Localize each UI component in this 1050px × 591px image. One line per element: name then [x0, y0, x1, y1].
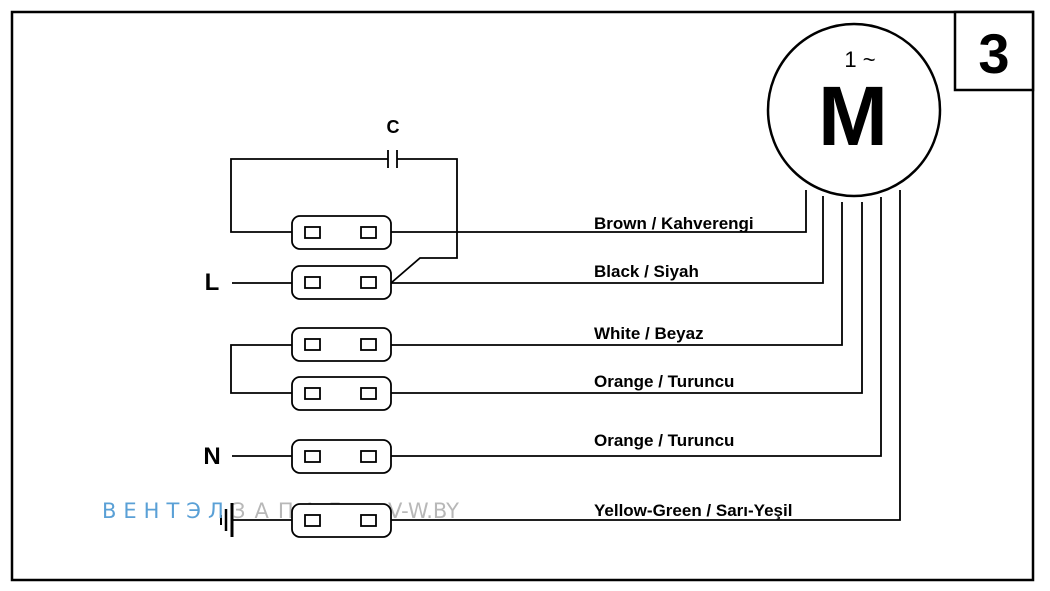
diagram-number-box: [953, 10, 1035, 92]
motor-phase-label: 1 ~: [844, 47, 875, 72]
wire-yellow-green: [391, 190, 901, 521]
earth-symbol: [220, 503, 234, 537]
terminal-block-2: [291, 265, 392, 300]
wire-label-yellow-green: Yellow-Green / Sarı-Yeşil: [594, 501, 792, 520]
wire-brown: [391, 190, 807, 233]
watermark-part1: ВЕНТЭЛ: [102, 499, 231, 523]
motor-wires: [391, 190, 901, 521]
motor-circle: [766, 22, 942, 198]
neutral-label: N: [203, 443, 220, 470]
wire-white: [391, 202, 843, 346]
wire-orange-1: [391, 202, 863, 394]
diagram-number: 3: [978, 22, 1009, 85]
live-label: L: [205, 269, 220, 296]
wire-label-white: White / Beyaz: [594, 324, 704, 343]
terminal-blocks: [291, 215, 392, 538]
wire-orange-2: [391, 197, 882, 457]
wire-label-orange-1: Orange / Turuncu: [594, 372, 734, 391]
diagram-frame: [10, 10, 1035, 582]
watermark: ВЕНТЭЛ ЗАПАД V-W.BY: [102, 499, 459, 523]
terminal-block-5: [291, 439, 392, 474]
capacitor-label: C: [387, 117, 400, 137]
watermark-part3: V-W.BY: [388, 499, 459, 523]
wire-label-orange-2: Orange / Turuncu: [594, 431, 734, 450]
wire-label-brown: Brown / Kahverengi: [594, 214, 754, 233]
capacitor: [230, 150, 458, 284]
terminal-block-4: [291, 376, 392, 411]
terminal-block-6: [291, 503, 392, 538]
jumper-wire: [230, 344, 292, 394]
wire-label-black: Black / Siyah: [594, 262, 699, 281]
wire-black: [391, 196, 824, 284]
terminal-block-3: [291, 327, 392, 362]
terminal-block-1: [291, 215, 392, 250]
motor-symbol: M: [818, 69, 888, 163]
